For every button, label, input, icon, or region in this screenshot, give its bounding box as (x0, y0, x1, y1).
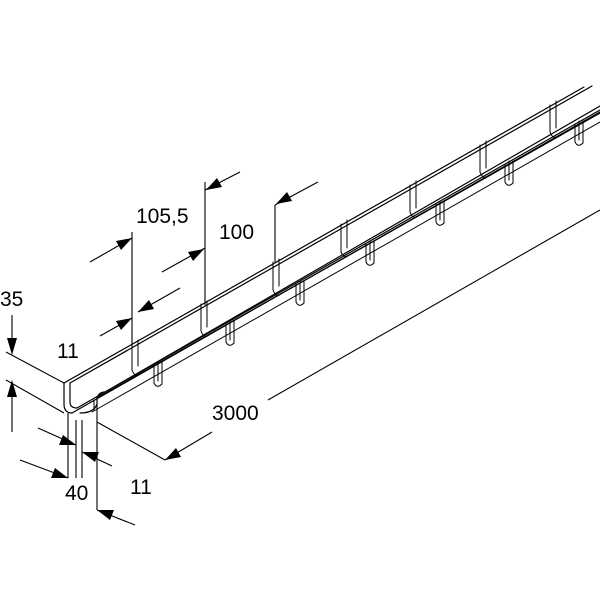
dim-wire-upper-arrow-left (116, 318, 132, 330)
label-wire-upper: 11 (57, 340, 79, 363)
loop-front (435, 200, 445, 226)
rail-back-wall (63, 382, 73, 414)
loop-front (295, 280, 305, 306)
wire-mesh-tray (63, 85, 600, 414)
rail-back-wall-inner (69, 382, 78, 409)
label-length: 3000 (212, 402, 259, 425)
rail-back-top-inner (69, 85, 593, 384)
loop-front (153, 361, 163, 387)
front-wall-loops (93, 120, 584, 411)
dim-pitch-arrow-left (206, 178, 222, 190)
dim-height-arrow-top (7, 338, 17, 355)
loop-front (574, 120, 584, 146)
label-wire-lower: 11 (130, 476, 152, 499)
label-width: 40 (65, 482, 88, 505)
loop-back (409, 184, 419, 218)
loop-back (340, 223, 350, 257)
rail-front-wall (79, 391, 106, 414)
dim-width-arrow-right (97, 510, 114, 520)
loop-back (200, 303, 210, 337)
dim-wire-lower-arrow-left (59, 435, 76, 445)
loop-back (272, 261, 282, 296)
dim-length-arrow (165, 448, 181, 460)
rail-back-top (63, 86, 585, 384)
loop-front (365, 240, 375, 266)
dim-wire-upper-arrow-right (138, 300, 154, 312)
dim-length-line-right (267, 209, 600, 401)
label-pitch-outer: 105,5 (136, 205, 189, 228)
loop-front (504, 160, 514, 186)
dim-height-arrow-bottom (7, 380, 17, 397)
label-pitch: 100 (219, 221, 254, 244)
rail-front-top-inner (104, 105, 600, 393)
dimension-lines (5, 171, 600, 526)
dim-width-arrow-left (51, 468, 68, 478)
loop-back (479, 144, 489, 178)
dim-length-extension-left (96, 421, 166, 461)
loop-back (549, 104, 559, 138)
label-height: 35 (0, 288, 23, 311)
rail-bottom-3 (91, 121, 600, 413)
dim-pitch-arrow-right (276, 192, 292, 204)
dim-wire-lower-arrow-right (82, 452, 99, 462)
dimension-labels: 35 11 105,5 100 3000 40 11 (0, 205, 259, 505)
dim-height-extension-top (5, 351, 65, 384)
dim-height-extension-bottom (5, 379, 65, 414)
dim-pitch-outer-arrow-right (188, 249, 204, 261)
loop-back (131, 342, 141, 376)
back-wall-loops (131, 100, 559, 376)
loop-front (225, 320, 235, 346)
dim-pitch-outer-arrow-left (116, 238, 132, 250)
